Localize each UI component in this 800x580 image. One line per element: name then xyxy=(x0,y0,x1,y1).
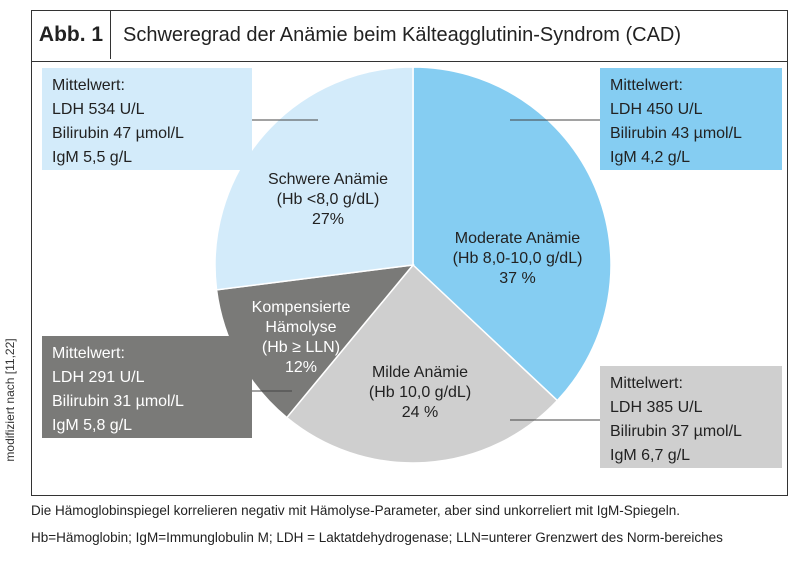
slice-label-line: 12% xyxy=(284,359,318,376)
slice-label-line: (Hb ≥ LLN) xyxy=(261,339,341,356)
slice-label-milde: Milde Anämie (Hb 10,0 g/dL) 24 % xyxy=(345,363,495,423)
box-line: Bilirubin 37 µmol/L xyxy=(610,423,742,440)
pie-slice-moderate xyxy=(412,66,612,402)
slice-label-line: Kompensierte xyxy=(251,299,351,316)
figure-title: Schweregrad der Anämie beim Kälteaggluti… xyxy=(123,24,682,46)
box-line: LDH 534 U/L xyxy=(52,101,145,118)
pie-slice-milde xyxy=(285,263,559,464)
box-line: IgM 4,2 g/L xyxy=(610,149,691,166)
slice-label-schwere: Schwere Anämie (Hb <8,0 g/dL) 27% xyxy=(243,170,413,230)
box-line: LDH 291 U/L xyxy=(52,369,145,386)
box-line: Mittelwert: xyxy=(610,77,683,94)
slice-label-moderate: Moderate Anämie (Hb 8,0-10,0 g/dL) 37 % xyxy=(430,229,605,289)
box-line: Mittelwert: xyxy=(610,375,683,392)
box-line: IgM 6,7 g/L xyxy=(610,447,691,464)
box-line: LDH 385 U/L xyxy=(610,399,703,416)
box-line: IgM 5,8 g/L xyxy=(52,417,133,434)
box-line: IgM 5,5 g/L xyxy=(52,149,133,166)
slice-label-line: 27% xyxy=(311,211,345,228)
stats-box-milde: Mittelwert: LDH 385 U/L Bilirubin 37 µmo… xyxy=(600,366,782,468)
pie-slice-schwere xyxy=(214,66,414,291)
box-line: Mittelwert: xyxy=(52,77,125,94)
slice-label-line: Milde Anämie xyxy=(371,364,469,381)
figure-number: Abb. 1 xyxy=(32,11,111,59)
slice-label-line: (Hb 10,0 g/dL) xyxy=(368,384,472,401)
slice-label-line: 37 % xyxy=(499,270,536,287)
slice-label-line: 24 % xyxy=(401,404,439,421)
box-line: Bilirubin 47 µmol/L xyxy=(52,125,184,142)
stats-box-schwere: Mittelwert: LDH 534 U/L Bilirubin 47 µmo… xyxy=(42,68,252,170)
box-line: Bilirubin 31 µmol/L xyxy=(52,393,184,410)
box-line: Bilirubin 43 µmol/L xyxy=(610,125,742,142)
figure-frame: Abb. 1 Schweregrad der Anämie beim Kälte… xyxy=(31,10,788,496)
footer-abbreviations: Hb=Hämoglobin; IgM=Immunglobulin M; LDH … xyxy=(31,530,723,545)
slice-label-line: (Hb <8,0 g/dL) xyxy=(276,191,380,208)
slice-label-line: Hämolyse xyxy=(265,319,337,336)
slice-label-line: Moderate Anämie xyxy=(454,230,581,247)
figure-title-bar: Abb. 1 Schweregrad der Anämie beim Kälte… xyxy=(32,11,787,62)
stats-box-moderate: Mittelwert: LDH 450 U/L Bilirubin 43 µmo… xyxy=(600,68,782,170)
slice-label-kompensiert: Kompensierte Hämolyse (Hb ≥ LLN) 12% xyxy=(226,298,376,378)
box-line: Mittelwert: xyxy=(52,345,125,362)
stats-box-kompensiert: Mittelwert: LDH 291 U/L Bilirubin 31 µmo… xyxy=(42,336,252,438)
slice-label-line: (Hb 8,0-10,0 g/dL) xyxy=(452,250,583,267)
slice-label-line: Schwere Anämie xyxy=(267,171,389,188)
footer-note: Die Hämoglobinspiegel korrelieren negati… xyxy=(31,503,681,518)
box-line: LDH 450 U/L xyxy=(610,101,703,118)
